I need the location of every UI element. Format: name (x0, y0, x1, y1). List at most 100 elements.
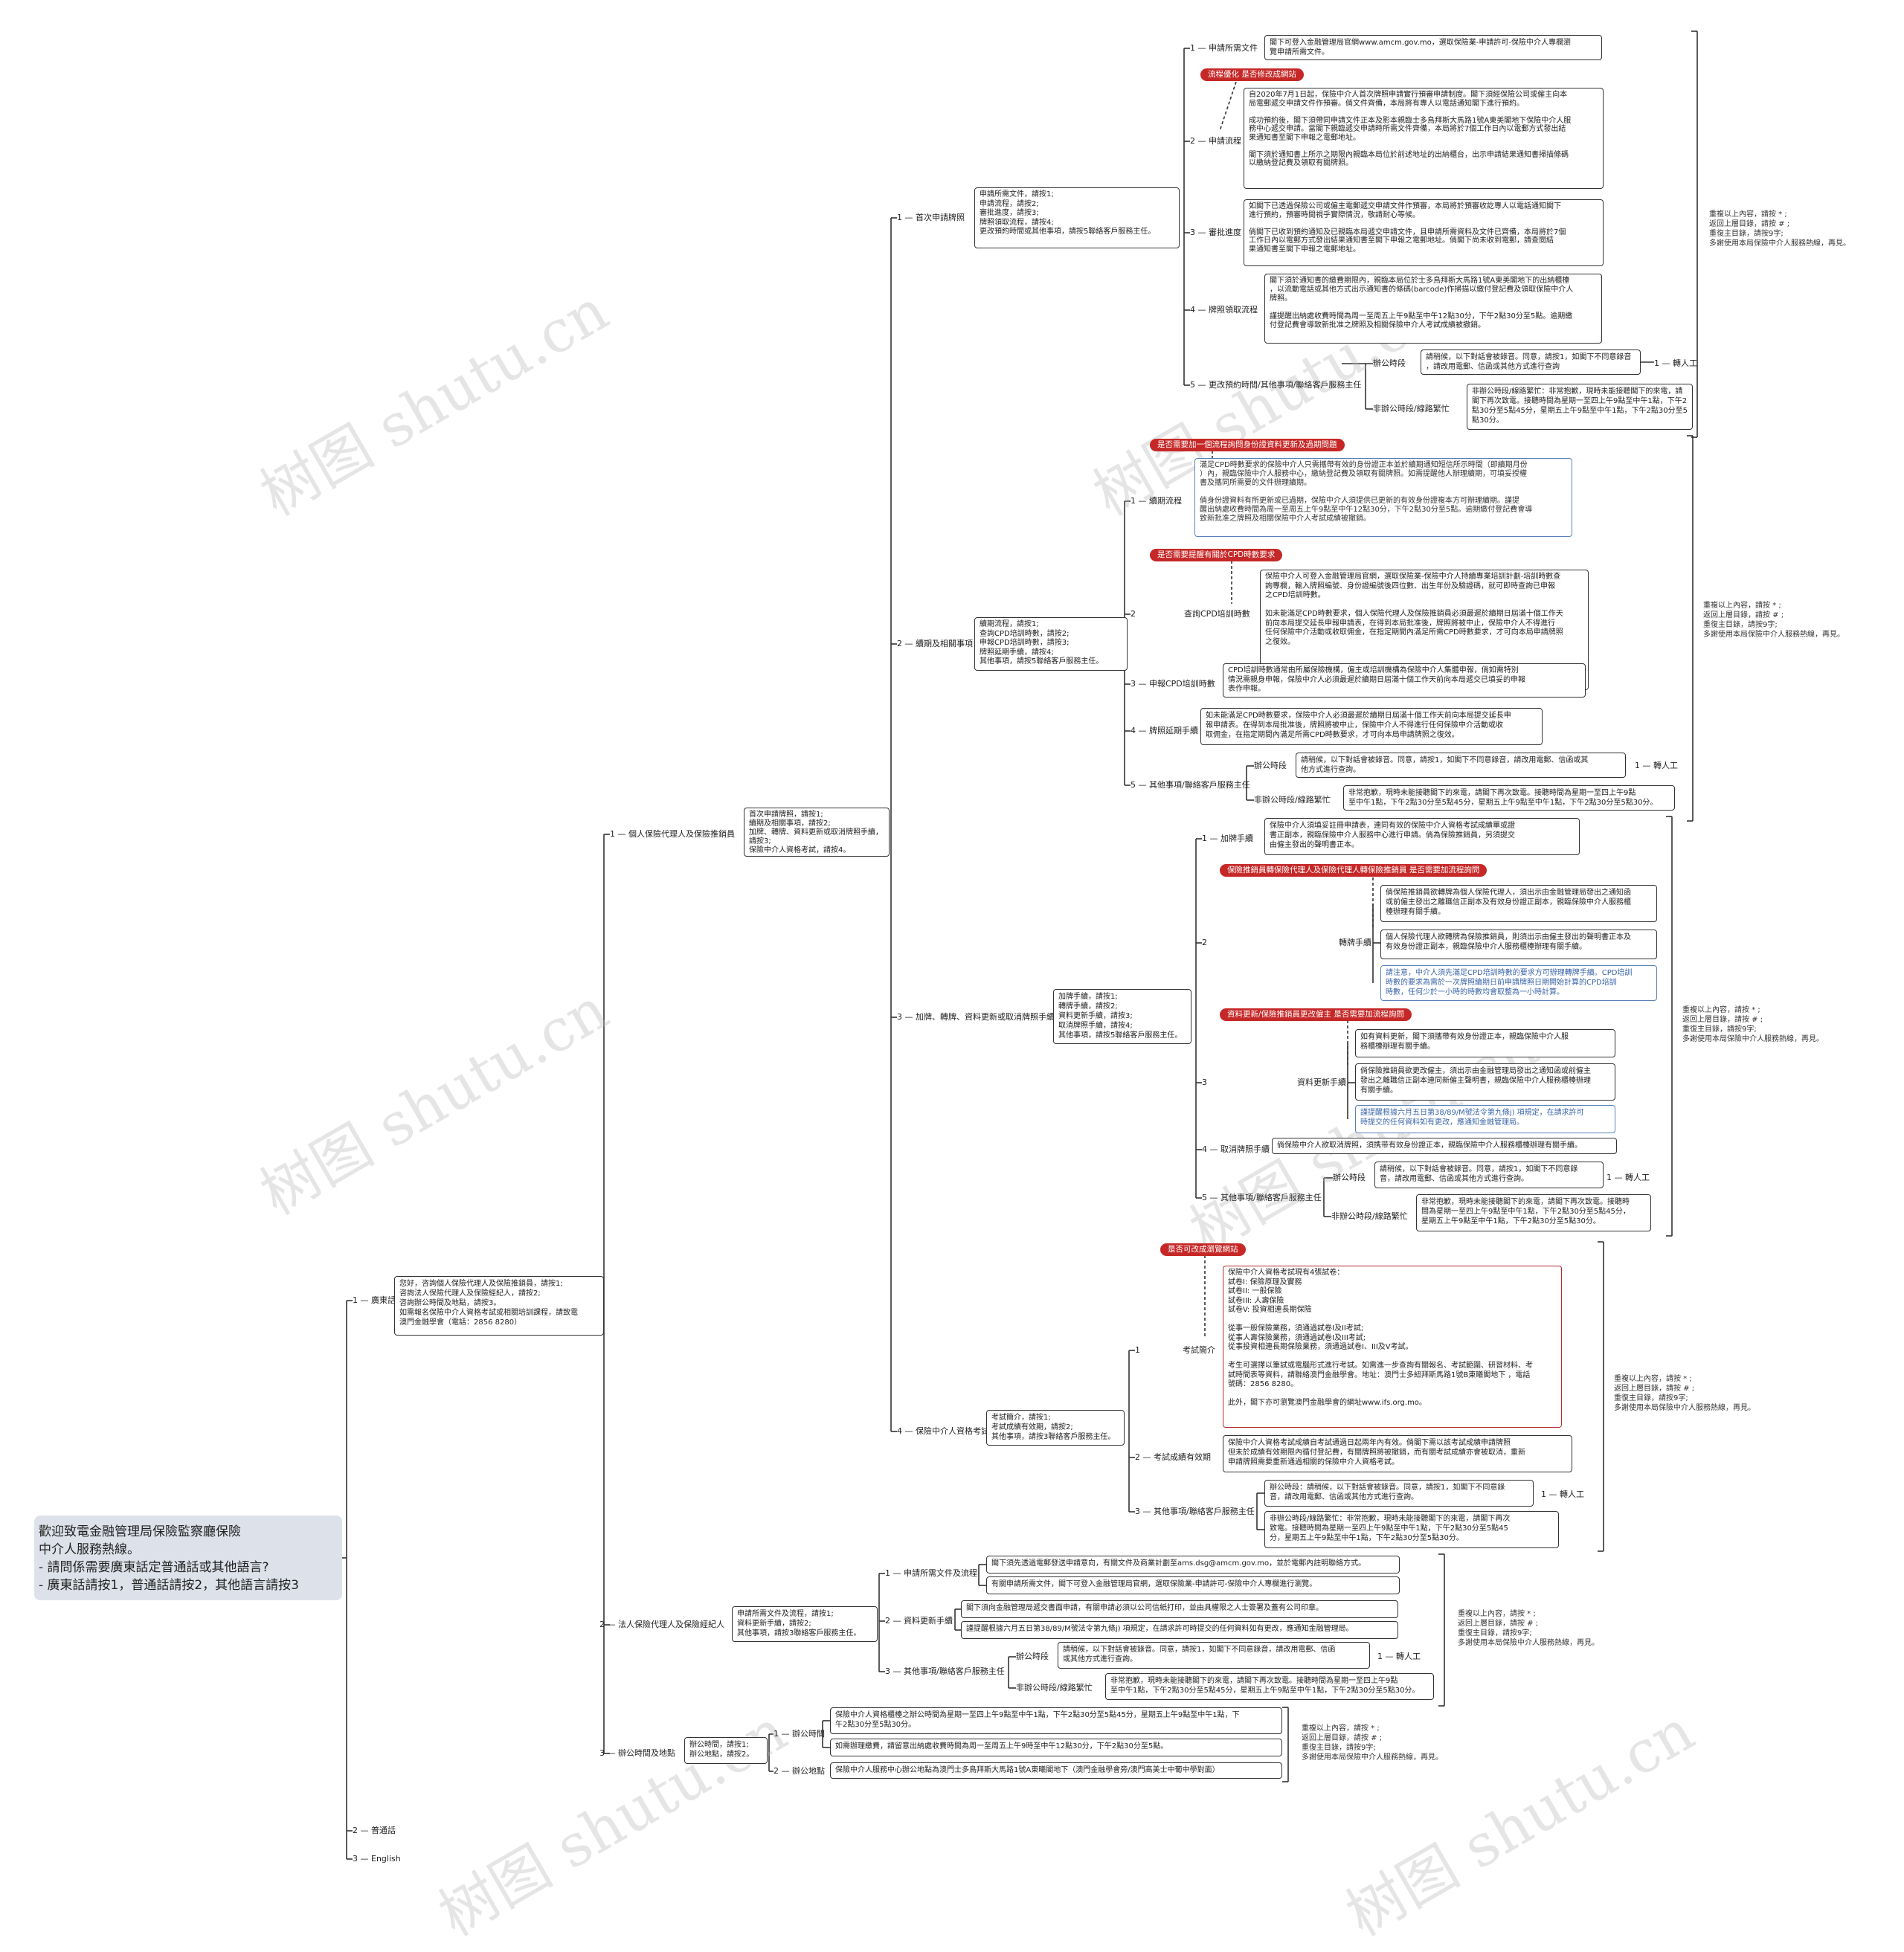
root-topic: 歡迎致電金融管理局保險監察廳保險 中介人服務熱線。 - 請問係需要廣東話定普通話… (34, 1515, 342, 1600)
b1s3-i1-label: 1 — 加牌手續 (1202, 834, 1253, 843)
b3-i1-label: 1 — 辦公時間 (774, 1729, 825, 1739)
b1s4-i2-label: 2 — 考試成績有效期 (1135, 1452, 1211, 1462)
b1s4-i2-box: 保險中介人資格考試成績自考試通過日起兩年內有效。倘閣下需以該考試成績申請牌照 但… (1223, 1435, 1572, 1472)
b1s1-offhours-box: 非辦公時段/線路繁忙：非常抱歉，現時未能接聽閣下的來電，請 閣下再次致電。接聽時… (1467, 384, 1693, 430)
b1s3-i4-box: 倘保險中介人欲取消牌照，須携带有效身份證正本，親臨保險中介人服務櫃檯辦理有關手續… (1272, 1138, 1617, 1154)
b3-menu-box: 辦公時間，請按1; 辦公地點，請按2。 (684, 1737, 768, 1764)
b3-i2-box: 保險中介人服務中心辦公地點為澳門士多鳥拜斯大馬路1號A東曦閣地下（澳門金融學會旁… (830, 1762, 1282, 1779)
b1-menu-box: 首次申請牌照，請按1; 續期及相關事項，請按2; 加牌、轉牌、資料更新或取消牌照… (744, 808, 890, 857)
b1s2-i5-label: 5 — 其他事項/聯絡客戶服務主任 (1130, 780, 1250, 790)
side-note-6: 重複以上內容，請按 * ; 返回上層目錄，請按 # ; 重復主目錄，請按9字; … (1302, 1724, 1443, 1762)
b3-i1-box2: 如需辦理繳費，請留意出納處收費時間為周一至周五上午9時至中午12點30分，下午2… (830, 1739, 1282, 1756)
b1s2-office-box: 請稍候，以下對話會被錄音。同意，請按1，如閣下不同意錄音，請改用電郵、信函或其 … (1296, 753, 1626, 778)
b1s4-i1-sub: 考試簡介 (1183, 1345, 1215, 1355)
b1s3-i5-label: 5 — 其他事項/聯絡客戶服務主任 (1202, 1193, 1322, 1202)
side-note-3: 重複以上內容，請按 * ; 返回上層目錄，請按 # ; 重復主目錄，請按9字; … (1682, 1006, 1824, 1043)
b1s1-transfer: 1 — 轉人工 (1654, 358, 1697, 368)
mandarin-node: 2 — 普通話 (353, 1826, 396, 1835)
b1s2-i2-label: 2 (1130, 609, 1136, 619)
b2-offhours-label: 非辦公時段/線路繁忙 (1016, 1683, 1093, 1692)
b1s3-i2-label: 2 (1202, 938, 1207, 947)
b1s3-question-tag2: 資料更新/保險推銷員更改僱主 是否需要加流程詢問 (1220, 1008, 1412, 1021)
b2-i2-box1: 閣下須向金融管理局遞交書面申請，有關申請必須以公司信紙打印，並由具權限之人士簽署… (961, 1600, 1398, 1618)
b1s4-transfer: 1 — 轉人工 (1541, 1489, 1584, 1499)
b1s4-i1-box: 保險中介人資格考試現有4張試卷： 試卷I: 保險原理及實務 試卷II: 一般保險… (1223, 1266, 1562, 1428)
b1s3-i4-label: 4 — 取消牌照手續 (1202, 1144, 1270, 1154)
b2-office-box: 請稍候，以下對話會被錄音。同意，請按1，如閣下不同意錄音，請改用電郵、信函 或其… (1058, 1642, 1370, 1669)
b1s3-i1-box: 保險中介人須填妥註冊申請表，連同有效的保險中介人資格考試成績單或證 書正副本，親… (1264, 818, 1580, 855)
b1s1-i1-box: 閣下可登入金融管理局官網www.amcm.gov.mo，選取保險業-申請許可-保… (1264, 35, 1602, 60)
b1s1-i1-label: 1 — 申請所需文件 (1190, 43, 1258, 53)
b1s2-offhours-box: 非常抱歉，現時未能接聽閣下的來電，請閣下再次致電。接聽時間為星期一至四上午9點 … (1343, 785, 1675, 811)
b1s2-i3-label: 3 — 申報CPD培訓時數 (1130, 679, 1215, 689)
b2-i1-label: 1 — 申請所需文件及流程 (885, 1568, 977, 1578)
side-note-5: 重複以上內容，請按 * ; 返回上層目錄，請按 # ; 重復主目錄，請按9字; … (1458, 1610, 1599, 1647)
b1-label: 1 — 個人保險代理人及保險推銷員 (610, 829, 735, 839)
b1s2-menu-box: 續期流程，請按1; 查詢CPD培訓時數，請按2; 申報CPD培訓時數，請按3; … (974, 617, 1128, 671)
b1s1-i4-label: 4 — 牌照領取流程 (1190, 305, 1258, 315)
b1s2-i1-label: 1 — 續期流程 (1130, 496, 1182, 506)
b1s3-office-box: 請稍候，以下對話會被錄音。同意，請按1，如閣下不同意錄 音，請改用電郵、信函或其… (1374, 1162, 1604, 1188)
b1s2-i4-box: 如未能滿足CPD時數要求，保險中介人必須最遲於續期日屆滿十個工作天前向本局提交延… (1200, 708, 1543, 745)
cantonese-node: 1 — 廣東話 (353, 1295, 396, 1305)
cantonese-menu-box: 您好，咨詢個人保險代理人及保險推銷員，請按1; 咨詢法人保險代理人及保險經紀人，… (394, 1276, 604, 1336)
b2-office-label: 辦公時段 (1016, 1652, 1049, 1661)
b1s4-offhours-box: 非辦公時段/線路繁忙：非常抱歉，現時未能接聽閣下的來電，請閣下再次 致電。接聽時… (1264, 1511, 1559, 1548)
b1s2-i1-box: 滿足CPD時數要求的保險中介人只需攜帶有效的身份證正本並於續期通知短信所示時間（… (1194, 458, 1572, 537)
b2-label: 2 — 法人保險代理人及保險經紀人 (599, 1620, 724, 1629)
b1s1-i2-box: 自2020年7月1日起，保險中介人首次牌照申請實行預審申請制度。閣下須經保險公司… (1244, 88, 1604, 189)
b1s3-offhours-label: 非辦公時段/線路繁忙 (1331, 1211, 1408, 1221)
b2-i1-box2: 有關申請所需文件，閣下可登入金融管理局官網，選取保險業-申請許可-保險中介人專欄… (986, 1576, 1400, 1594)
b1s3-i2-box2: 個人保險代理人欲轉牌為保險推銷員，則須出示由僱主發出的聲明書正本及 有效身份證正… (1380, 930, 1657, 959)
b1s3-label: 3 — 加牌、轉牌、資料更新或取消牌照手續 (897, 1012, 1055, 1022)
b2-offhours-box: 非常抱歉，現時未能接聽閣下的來電，請閣下再次致電。接聽時間為星期一至四上午9點 … (1105, 1673, 1434, 1700)
b1s2-i2-sub: 查詢CPD培訓時數 (1184, 609, 1250, 619)
connector-line (1219, 81, 1237, 132)
b1s4-menu-box: 考試簡介，請按1; 考試成績有效期，請按2; 其他事項，請按3聯絡客戶服務主任。 (986, 1410, 1125, 1446)
b1s2-offhours-label: 非辦公時段/線路繁忙 (1254, 795, 1331, 805)
b1s3-office-label: 辦公時段 (1333, 1173, 1366, 1182)
b1s4-office-box: 辦公時段：請稍候，以下對話會被錄音。同意，請按1，如閣下不同意錄 音，請改用電郵… (1264, 1480, 1534, 1507)
b1s1-offhours-label: 非辦公時段/線路繁忙 (1373, 404, 1450, 413)
b1s3-i3-box1: 如有資料更新，閣下須攜帶有效身份證正本，親臨保險中介人服 務櫃檯辦理有關手續。 (1355, 1029, 1615, 1057)
side-note-2: 重複以上內容，請按 * ; 返回上層目錄，請按 # ; 重復主目錄，請按9字; … (1703, 602, 1844, 639)
b3-i2-label: 2 — 辦公地點 (774, 1766, 825, 1776)
b1s3-offhours-box: 非常抱歉，現時未能接聽閣下的來電，請閣下再次致電。接聽時 間為星期一至四上午9點… (1416, 1194, 1651, 1231)
b2-menu-box: 申請所需文件及流程，請按1; 資料更新手續，請按2; 其他事項，請按3聯絡客戶服… (732, 1606, 878, 1642)
b1s1-i4-box: 閣下須於通知書的繳費期限內，親臨本局位於士多鳥拜斯大馬路1號A東美閣地下的出納櫃… (1264, 274, 1602, 344)
b2-i3-label: 3 — 其他事項/聯絡客戶服務主任 (885, 1666, 1005, 1676)
b1s1-i3-box: 如閣下已透過保險公司或僱主電郵遞交申請文件作預審，本局將於預審收訖專人以電話通知… (1244, 199, 1604, 266)
b1s2-transfer: 1 — 轉人工 (1635, 761, 1678, 770)
b1s3-i3-label: 3 (1202, 1078, 1207, 1087)
b3-i1-box1: 保險中介人資格櫃檯之辦公時間為星期一至四上午9點至中午1點，下午2點30分至5點… (830, 1707, 1282, 1734)
b1s1-office-box: 請稍候，以下對話會被錄音。同意，請按1，如閣下不同意錄音 ，請改用電郵、信函或其… (1421, 350, 1641, 375)
b1s1-label: 1 — 首次申請牌照 (897, 213, 965, 222)
b2-i2-label: 2 — 資料更新手續 (885, 1616, 953, 1626)
b1s4-label: 4 — 保險中介人資格考試 (897, 1426, 989, 1436)
b1s4-i1-label: 1 (1135, 1345, 1140, 1355)
b1s1-i2-label: 2 — 申請流程 (1190, 136, 1241, 146)
b1s1-office-label: 辦公時段 (1373, 358, 1406, 368)
b1s3-i2-box3: 請注意，中介人須先滿足CPD培訓時數的要求方可辦理轉牌手續。CPD培訓 時數的要… (1380, 965, 1657, 1001)
b1s3-menu-box: 加牌手續，請按1; 轉牌手續，請按2; 資料更新手續，請按3; 取消牌照手續，請… (1053, 989, 1191, 1044)
b1s1-question-tag: 流程優化 是否修改成網站 (1200, 68, 1304, 81)
b1s3-transfer: 1 — 轉人工 (1606, 1173, 1650, 1182)
b1s4-i3-label: 3 — 其他事項/聯絡客戶服務主任 (1135, 1507, 1255, 1516)
side-note-1: 重複以上內容，請按 * ; 返回上層目錄，請按 # ; 重復主目錄，請按9字; … (1709, 210, 1850, 248)
english-node: 3 — English (353, 1854, 401, 1864)
b2-transfer: 1 — 轉人工 (1377, 1652, 1421, 1661)
b2-i2-box2: 謹提醒根據六月五日第38/89/M號法令第九條j) 項規定，在請求許可時提交的任… (961, 1621, 1398, 1639)
side-note-4: 重複以上內容，請按 * ; 返回上層目錄，請按 # ; 重復主目錄，請按9字; … (1614, 1375, 1755, 1412)
b1s1-i5-label: 5 — 更改預約時間/其他事項/聯絡客戶服務主任 (1190, 380, 1362, 390)
b1s3-i2-sub: 轉牌手續 (1339, 938, 1371, 947)
b1s2-i3-box: CPD培訓時數通常由所屬保險機構，僱主或培訓機構為保險中介人集體申報，倘如需特別… (1223, 663, 1586, 698)
b1s1-i3-label: 3 — 審批進度 (1190, 228, 1241, 237)
b1s3-i3-sub: 資料更新手續 (1297, 1078, 1346, 1087)
b1s2-office-label: 辦公時段 (1254, 761, 1287, 770)
b1s3-i2-box1: 倘保險推銷員欲轉牌為個人保險代理人，須出示由金融管理局發出之通知函 或前僱主發出… (1380, 885, 1657, 922)
b1s2-i4-label: 4 — 牌照延期手續 (1130, 726, 1198, 735)
b2-i1-box1: 閣下須先透過電郵發送申請意向，有關文件及商業計劃至ams.dsg@amcm.go… (986, 1556, 1400, 1573)
b1s1-menu-box: 申請所需文件，請按1; 申請流程，請按2; 審批進度，請按3; 牌照領取流程，請… (974, 187, 1180, 248)
b1s4-question-tag: 是否可改成瀏覽網站 (1160, 1243, 1246, 1256)
b1s3-i3-box3: 謹提醒根據六月五日第38/89/M號法令第九條j) 項規定，在請求許可 時提交的… (1355, 1105, 1615, 1133)
